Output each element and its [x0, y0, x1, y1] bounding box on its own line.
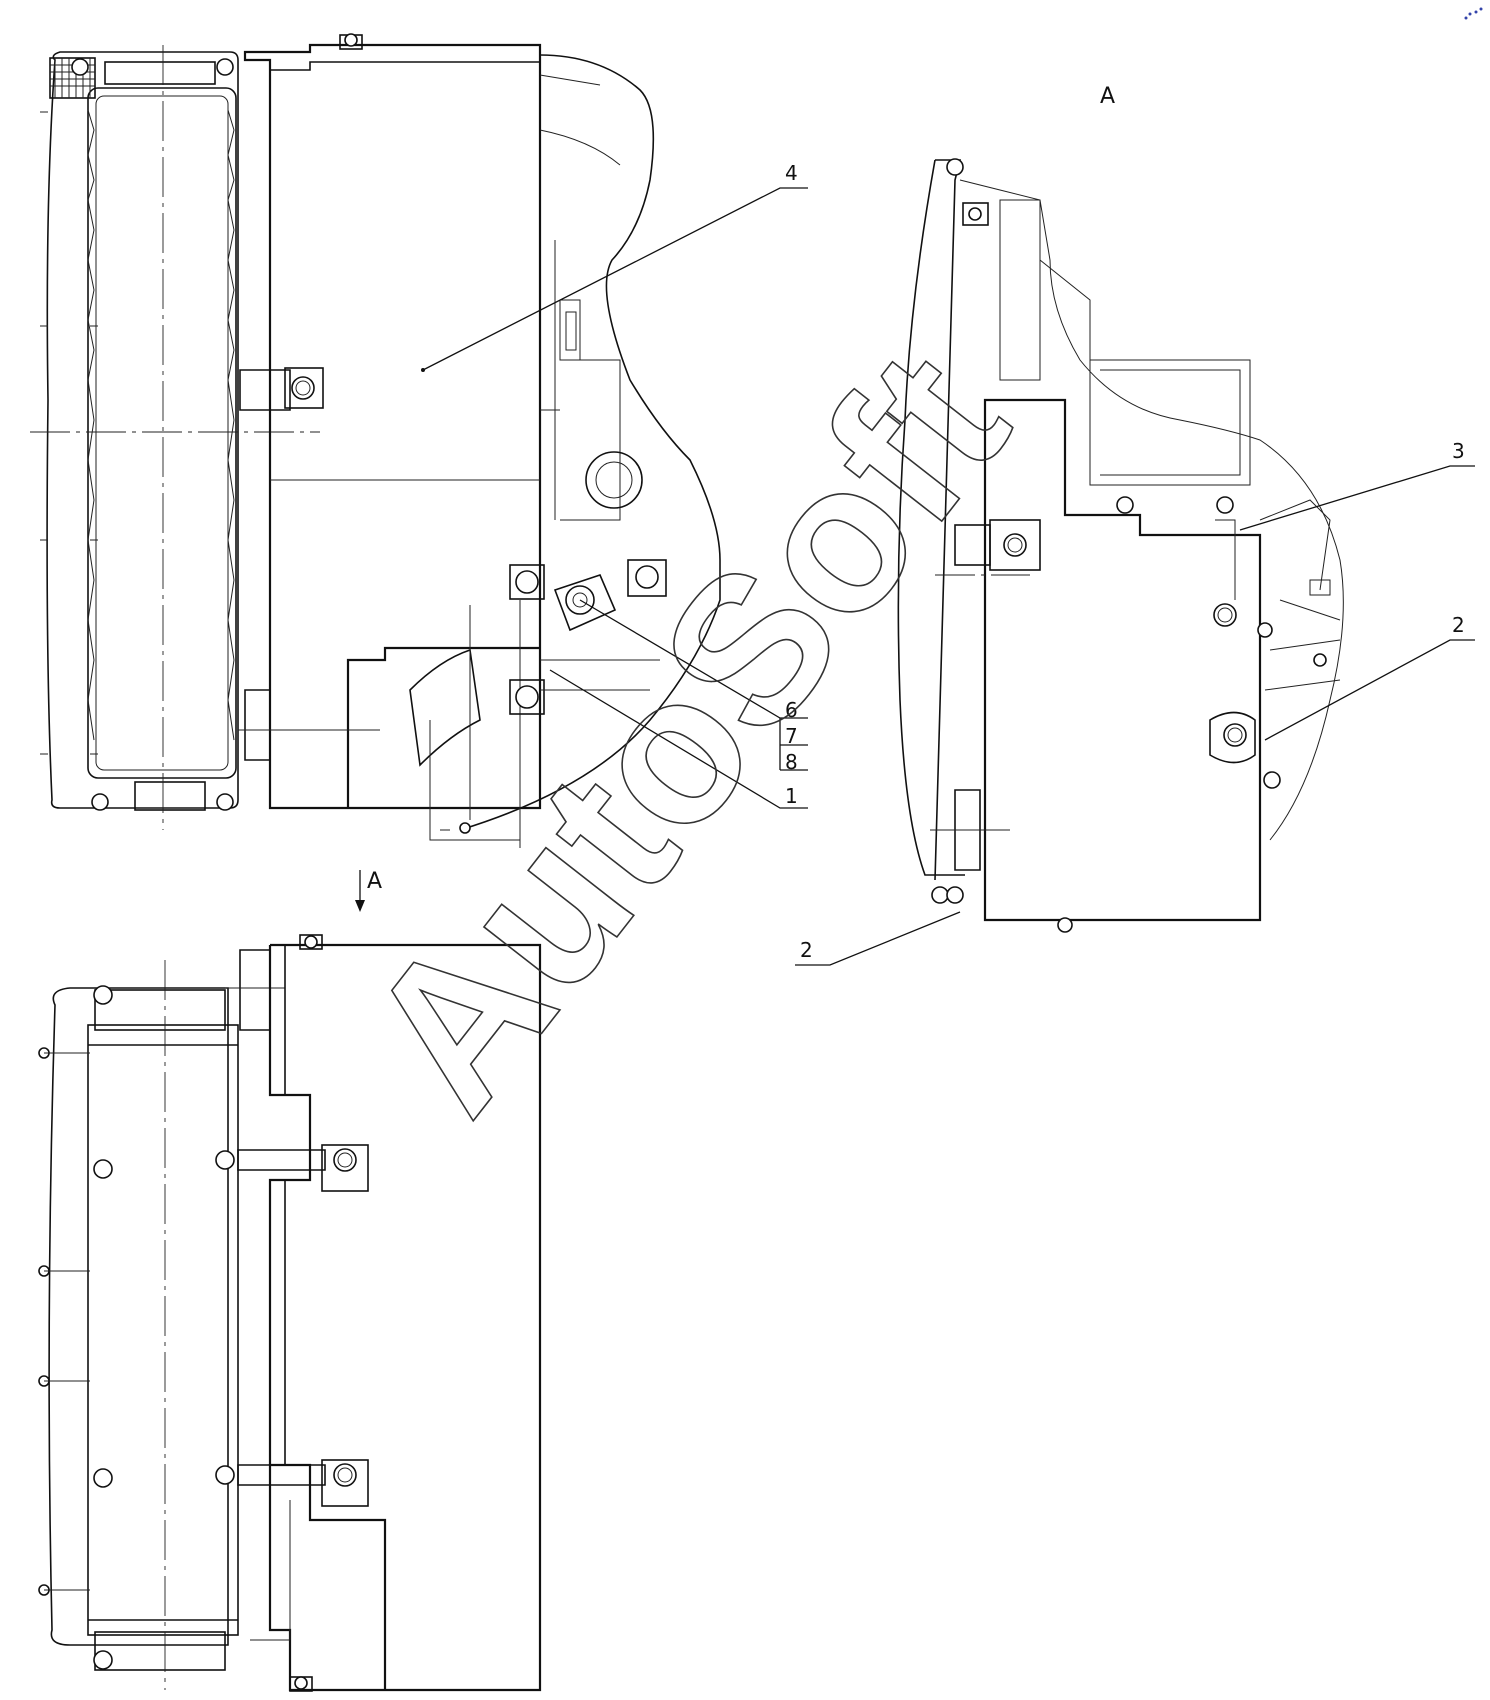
callout-7: 7 [785, 724, 798, 748]
callout-leaders [421, 187, 1475, 966]
side-view-a [897, 158, 1344, 933]
callout-6: 6 [785, 698, 798, 722]
callout-1: 1 [785, 784, 798, 808]
view-label-a-arrow: A [367, 869, 382, 894]
callout-2-right: 2 [1452, 613, 1465, 637]
callout-3: 3 [1452, 439, 1465, 463]
callout-2-bottom: 2 [800, 938, 813, 962]
view-label-a-top: A [1100, 84, 1115, 109]
front-view [30, 33, 721, 848]
callout-4: 4 [785, 161, 798, 185]
callout-8: 8 [785, 750, 798, 774]
labels: A A 4 6 7 8 1 3 2 2 [367, 84, 1465, 962]
plan-view [38, 870, 542, 1692]
corner-mark [1464, 7, 1483, 20]
